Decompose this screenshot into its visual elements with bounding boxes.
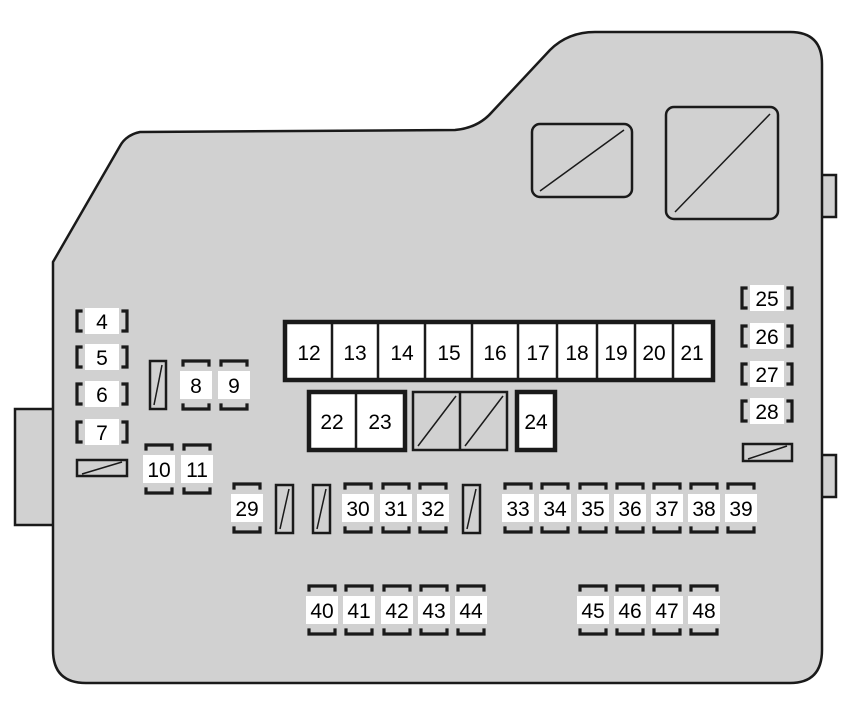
- fuse-label-21: 21: [680, 342, 703, 365]
- fuse-39: 39: [725, 482, 757, 534]
- fuse-label-38: 38: [692, 498, 715, 521]
- fuse-label-34: 34: [543, 498, 567, 521]
- fuse-label-42: 42: [385, 600, 408, 623]
- fuse-block-22-23: [306, 389, 408, 453]
- fuse-46: 46: [614, 584, 646, 636]
- fuse-35: 35: [577, 482, 609, 534]
- fuse-block-12-21: [282, 319, 716, 383]
- fuse-4: 4: [75, 308, 129, 334]
- fuse-label-25: 25: [755, 288, 778, 311]
- fuse-43: 43: [418, 584, 450, 636]
- fuse-label-28: 28: [755, 401, 778, 424]
- fuse-label-39: 39: [729, 498, 752, 521]
- fuse-44: 44: [455, 584, 487, 636]
- fuse-34: 34: [539, 482, 571, 534]
- fuse-27: 27: [740, 361, 794, 387]
- fuse-11: 11: [181, 443, 213, 495]
- fuse-8: 8: [180, 359, 212, 411]
- blank-slot-row3-a: [274, 483, 295, 535]
- fuse-label-30: 30: [346, 498, 369, 521]
- fuse-label-7: 7: [96, 422, 108, 445]
- blank-slot-row3-c: [461, 483, 482, 535]
- relay-large: [664, 105, 780, 221]
- fuse-6: 6: [75, 381, 129, 407]
- fuse-label-15: 15: [437, 342, 460, 365]
- fuse-label-20: 20: [642, 342, 665, 365]
- fuse-31: 31: [380, 482, 412, 534]
- fuse-label-9: 9: [228, 375, 240, 398]
- fuse-block-24: [514, 389, 558, 453]
- fuse-40: 40: [306, 584, 338, 636]
- fuse-label-36: 36: [618, 498, 641, 521]
- fuse-label-46: 46: [618, 600, 641, 623]
- blank-slot-row3-b: [311, 483, 332, 535]
- fuse-41: 41: [343, 584, 375, 636]
- fuse-label-5: 5: [96, 347, 108, 370]
- fuse-label-40: 40: [310, 600, 333, 623]
- fuse-label-47: 47: [655, 600, 678, 623]
- fuse-25: 25: [740, 285, 794, 311]
- fuse-label-23: 23: [368, 411, 391, 434]
- fuse-32: 32: [417, 482, 449, 534]
- fuse-45: 45: [577, 584, 609, 636]
- fuse-label-16: 16: [483, 342, 506, 365]
- fuse-label-37: 37: [655, 498, 678, 521]
- fuse-label-41: 41: [347, 600, 370, 623]
- blank-double-slot: [411, 390, 509, 452]
- fuse-9: 9: [218, 359, 250, 411]
- fuse-33: 33: [502, 482, 534, 534]
- fuse-label-6: 6: [96, 384, 108, 407]
- fuse-label-12: 12: [297, 342, 320, 365]
- fuse-30: 30: [342, 482, 374, 534]
- fuse-label-48: 48: [692, 600, 715, 623]
- fuse-10: 10: [143, 443, 175, 495]
- relay-small: [530, 122, 634, 199]
- fuse-label-19: 19: [604, 342, 627, 365]
- fuse-42: 42: [381, 584, 413, 636]
- fuse-label-11: 11: [186, 459, 208, 482]
- fuse-48: 48: [688, 584, 720, 636]
- fuse-5: 5: [75, 344, 129, 370]
- fuse-7: 7: [75, 419, 129, 445]
- fuse-label-29: 29: [235, 498, 258, 521]
- fuse-label-17: 17: [526, 342, 549, 365]
- fuse-label-45: 45: [581, 600, 604, 623]
- fuse-38: 38: [688, 482, 720, 534]
- fuse-29: 29: [231, 482, 263, 534]
- fuse-26: 26: [740, 323, 794, 349]
- fuse-label-18: 18: [565, 342, 588, 365]
- fuse-label-32: 32: [421, 498, 444, 521]
- blank-slot-right: [741, 442, 794, 463]
- blank-slot-left-lower: [75, 458, 129, 478]
- fuse-label-14: 14: [390, 342, 414, 365]
- fuse-label-26: 26: [755, 326, 778, 349]
- fuse-label-35: 35: [581, 498, 604, 521]
- left-side-tab: [13, 407, 57, 527]
- fuse-label-44: 44: [459, 600, 483, 623]
- fuse-label-24: 24: [524, 411, 548, 434]
- fuse-label-27: 27: [755, 364, 778, 387]
- fuse-label-43: 43: [422, 600, 445, 623]
- fuse-37: 37: [651, 482, 683, 534]
- fuse-label-31: 31: [384, 498, 407, 521]
- fuse-label-13: 13: [343, 342, 366, 365]
- fuse-47: 47: [651, 584, 683, 636]
- fuse-label-8: 8: [190, 375, 202, 398]
- fuse-28: 28: [740, 398, 794, 424]
- fuse-36: 36: [614, 482, 646, 534]
- fuse-label-4: 4: [96, 311, 108, 334]
- fuse-label-10: 10: [147, 459, 170, 482]
- fuse-label-22: 22: [320, 411, 343, 434]
- fuse-label-33: 33: [506, 498, 529, 521]
- blank-slot-left-upper: [148, 359, 168, 411]
